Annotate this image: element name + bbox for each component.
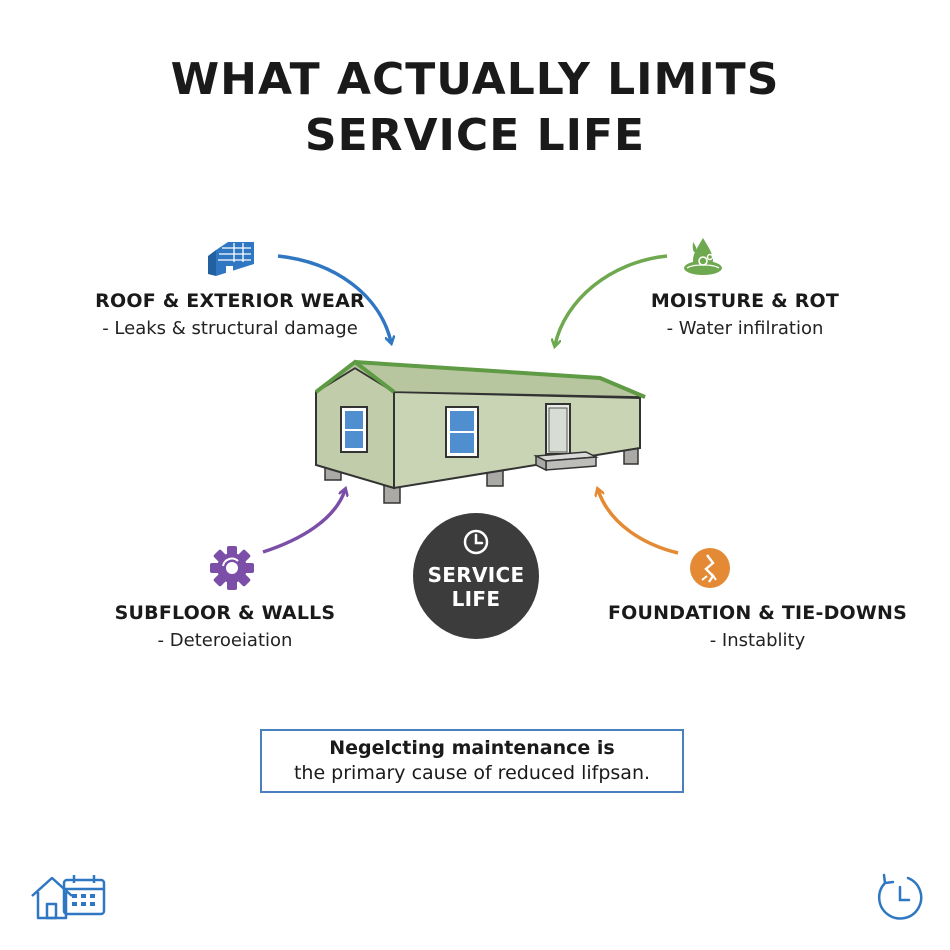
roof-panel-icon [208, 242, 254, 276]
arrow-foundation [598, 490, 679, 555]
note-line-2: the primary cause of reduced lifpsan. [293, 762, 651, 784]
factor-roof-exterior: ROOF & EXTERIOR WEAR - Leaks & structura… [60, 290, 400, 339]
page-title-line-2: SERVICE LIFE [304, 110, 646, 161]
page-title-line-1: WHAT ACTUALLY LIMITS [170, 54, 780, 105]
water-splash-icon [684, 238, 722, 275]
factor-description: - Water infilration [666, 318, 824, 339]
arrow-roof [277, 254, 391, 342]
clock-refresh-icon [877, 873, 923, 920]
factor-heading: SUBFLOOR & WALLS [114, 602, 336, 624]
house-calendar-icon [31, 875, 106, 920]
factor-moisture-rot: MOISTURE & ROT - Water infilration [610, 290, 880, 339]
arrow-moisture [555, 254, 668, 345]
factor-description: - Deteroeiation [157, 630, 293, 651]
maintenance-note-box: Negelcting maintenance is the primary ca… [260, 729, 684, 793]
service-life-badge: SERVICE LIFE [413, 513, 539, 639]
factor-subfloor-walls: SUBFLOOR & WALLS - Deteroeiation [80, 602, 370, 651]
factor-description: - Instablity [709, 630, 806, 651]
arrow-subfloor [262, 490, 345, 554]
factor-heading: MOISTURE & ROT [650, 290, 840, 312]
clock-icon [463, 529, 489, 555]
badge-label-line-2: LIFE [451, 587, 501, 611]
gear-icon [210, 546, 254, 590]
mobile-home-illustration [314, 359, 646, 504]
cracked-foundation-icon [690, 548, 730, 588]
factor-description: - Leaks & structural damage [102, 318, 358, 339]
factor-heading: FOUNDATION & TIE-DOWNS [607, 602, 908, 624]
factor-heading: ROOF & EXTERIOR WEAR [95, 290, 365, 312]
factor-foundation-tie-downs: FOUNDATION & TIE-DOWNS - Instablity [595, 602, 920, 651]
note-line-1: Negelcting maintenance is [329, 737, 615, 759]
badge-label-line-1: SERVICE [427, 563, 525, 587]
